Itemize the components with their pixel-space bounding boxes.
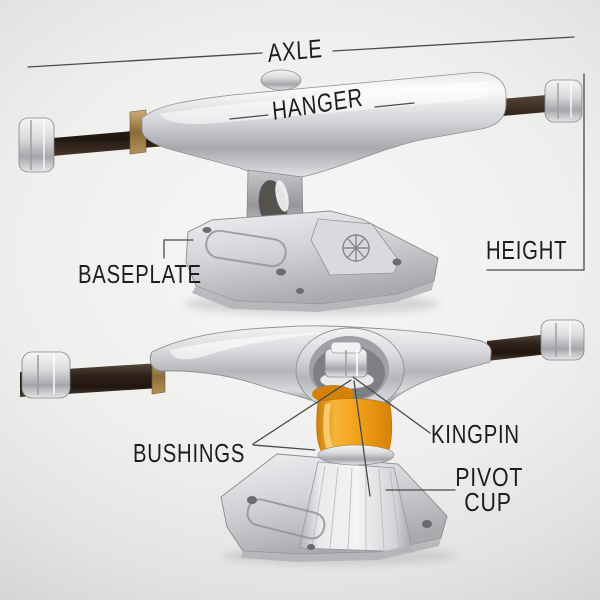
baseplate-back-view <box>220 453 448 562</box>
baseplate-emboss-oval <box>205 229 287 268</box>
bushing-seat-glint <box>275 180 289 212</box>
baseplate-label: BASEPLATE <box>78 259 202 289</box>
kingpin-top-bump <box>260 69 302 91</box>
axle-nut-right <box>544 79 583 123</box>
hanger-highlight <box>160 81 490 124</box>
hanger-leader-dash-right <box>374 102 415 108</box>
axle-nut-left <box>18 117 55 173</box>
baseplate-side-view <box>185 210 439 312</box>
pivot-cup-label-line2: CUP <box>464 487 512 517</box>
hanger-wings-highlight <box>170 331 350 360</box>
baseplate-leader-bracket <box>163 239 194 259</box>
axle-nut-right-back <box>540 319 585 361</box>
axle-leader-line-right <box>332 36 575 52</box>
pivot-cup-column-brushed-texture <box>311 465 401 552</box>
bushing-washer <box>317 444 395 466</box>
baseplate-emboss-bar <box>246 498 326 540</box>
hanger-leader-dash-left <box>229 114 269 120</box>
pivot-cup-label: PIVOT CUP <box>455 462 524 517</box>
baseplate-front-edge-back-view <box>241 538 441 562</box>
leader-lines <box>27 36 585 497</box>
pivot-cup-column <box>298 461 414 553</box>
axle-nut-left-back <box>21 351 71 399</box>
axle-label: AXLE <box>266 33 324 68</box>
bottom-bushing-highlight <box>323 403 334 449</box>
axle-leader-line-left <box>27 52 263 68</box>
pivot-cup-label-line1: PIVOT <box>455 462 524 492</box>
cross-logo-emblem <box>342 234 370 262</box>
bottom-truck-back-view <box>20 319 585 565</box>
axle-rod-right-back-view <box>487 334 548 361</box>
baseplate-mount-holes-back <box>247 496 432 550</box>
top-truck-side-view <box>18 69 583 315</box>
bottom-bushing <box>316 398 393 453</box>
baseplate-mount-holes <box>202 227 402 294</box>
kingpin-shaft-leader-line <box>353 380 371 497</box>
bushings-leader-line-upper <box>252 379 352 445</box>
kingpin-label: KINGPIN <box>431 419 520 449</box>
kingpin-leader-line <box>352 376 431 434</box>
baseplate-front-edge <box>192 281 434 312</box>
height-label: HEIGHT <box>486 235 568 265</box>
bushings-label: BUSHINGS <box>133 438 246 468</box>
bushings-leader-line-lower <box>252 444 316 451</box>
